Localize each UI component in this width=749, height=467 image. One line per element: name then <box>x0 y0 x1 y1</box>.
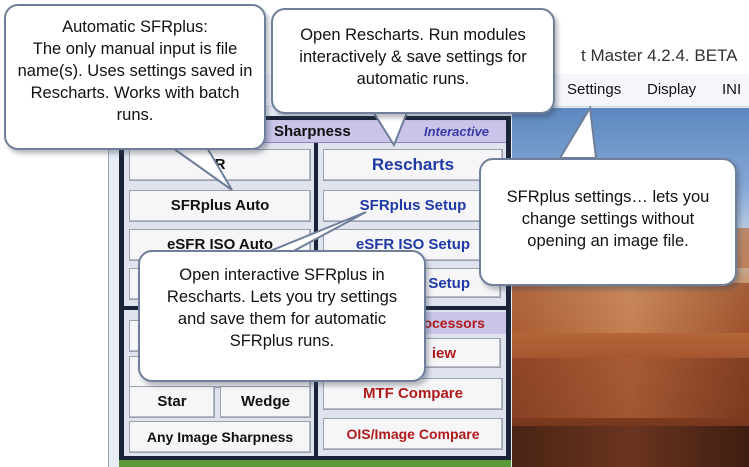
automatic-sfrplus-callout-text: Automatic SFRplus: The only manual input… <box>17 18 253 124</box>
settings-callout-tail <box>558 104 598 159</box>
automatic-sfrplus-callout: Automatic SFRplus: The only manual input… <box>4 4 266 150</box>
sharpness-title: Sharpness <box>274 123 351 140</box>
menu-item-ini[interactable]: INI <box>722 81 742 98</box>
ois-image-compare-button[interactable]: OIS/Image Compare <box>323 418 503 450</box>
bottom-strip <box>119 460 511 467</box>
menu-item-display[interactable]: Display <box>647 81 697 98</box>
sfrplus-settings-callout: SFRplus settings… lets you change settin… <box>479 158 737 286</box>
mtf-compare-button[interactable]: MTF Compare <box>323 378 503 410</box>
interactive-subtitle: Interactive <box>424 124 490 139</box>
rescharts-button[interactable]: Rescharts <box>323 149 503 181</box>
rescharts-callout: Open Rescharts. Run modules interactivel… <box>271 8 555 114</box>
automatic-callout-tail <box>166 145 233 191</box>
interactive-sfrplus-callout-text: Open interactive SFRplus in Rescharts. L… <box>166 266 398 350</box>
window-title: t Master 4.2.4. BETA <box>581 46 738 65</box>
menu-item-settings[interactable]: Settings <box>567 81 622 98</box>
star-button[interactable]: Star <box>129 386 215 418</box>
interactive-sfrplus-callout: Open interactive SFRplus in Rescharts. L… <box>138 250 426 382</box>
wedge-button[interactable]: Wedge <box>220 386 311 418</box>
sfrplus-settings-callout-text: SFRplus settings… lets you change settin… <box>506 188 710 250</box>
rescharts-callout-tail <box>370 109 410 148</box>
processors-title: rocessors <box>418 315 485 331</box>
rescharts-callout-text: Open Rescharts. Run modules interactivel… <box>299 26 527 88</box>
any-image-sharpness-button[interactable]: Any Image Sharpness <box>129 421 311 453</box>
sfrplus-auto-button[interactable]: SFRplus Auto <box>129 190 311 222</box>
